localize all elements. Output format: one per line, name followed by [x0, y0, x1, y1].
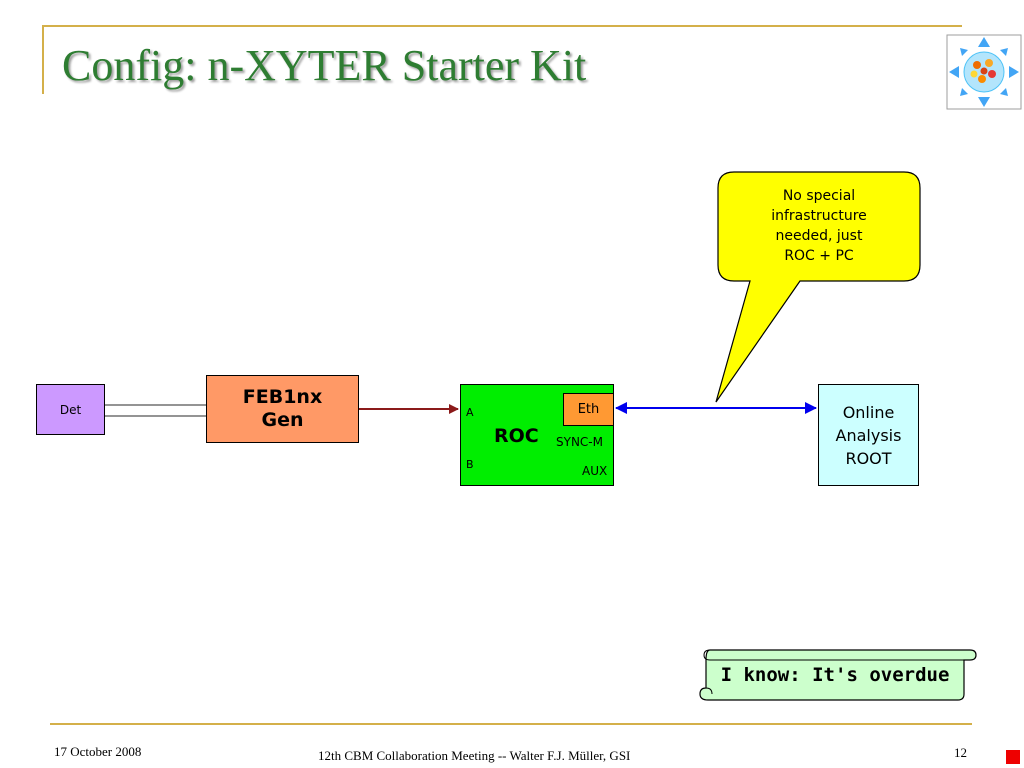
roc-label: ROC	[494, 425, 539, 447]
scroll-note-text: I know: It's overdue	[720, 664, 950, 686]
callout-bubble	[715, 171, 921, 403]
footer-date: 17 October 2008	[54, 744, 142, 759]
det-box: Det	[36, 384, 105, 435]
roc-port-a: A	[466, 406, 474, 419]
feb-label-line2: Gen	[261, 409, 304, 431]
feb-box: FEB1nx Gen	[206, 375, 359, 443]
callout-line2: infrastructure	[771, 208, 867, 224]
cbm-logo-icon	[946, 34, 1022, 110]
online-line2: Analysis	[835, 425, 902, 445]
corner-square	[1006, 750, 1020, 764]
eth-label: Eth	[577, 402, 600, 417]
feb-label-line1: FEB1nx	[242, 386, 323, 408]
scroll-shape	[699, 649, 977, 701]
page-title: Config: n-XYTER Starter Kit	[62, 41, 587, 90]
aux-label: AUX	[582, 464, 608, 478]
online-line1: Online	[842, 402, 895, 422]
eth-port-box: Eth	[563, 393, 614, 426]
online-line3: ROOT	[845, 448, 892, 468]
footer-center-text: 12th CBM Collaboration Meeting -- Walter…	[318, 748, 631, 763]
roc-port-b: B	[466, 458, 474, 471]
sync-m-label: SYNC-M	[556, 435, 603, 449]
online-analysis-box: Online Analysis ROOT	[818, 384, 919, 486]
callout-line3: needed, just	[775, 228, 863, 244]
page-number: 12	[954, 745, 967, 760]
callout-text: No special infrastructure needed, just R…	[722, 186, 916, 266]
callout-line1: No special	[782, 188, 856, 204]
det-label: Det	[59, 402, 82, 417]
callout-line4: ROC + PC	[784, 248, 854, 264]
